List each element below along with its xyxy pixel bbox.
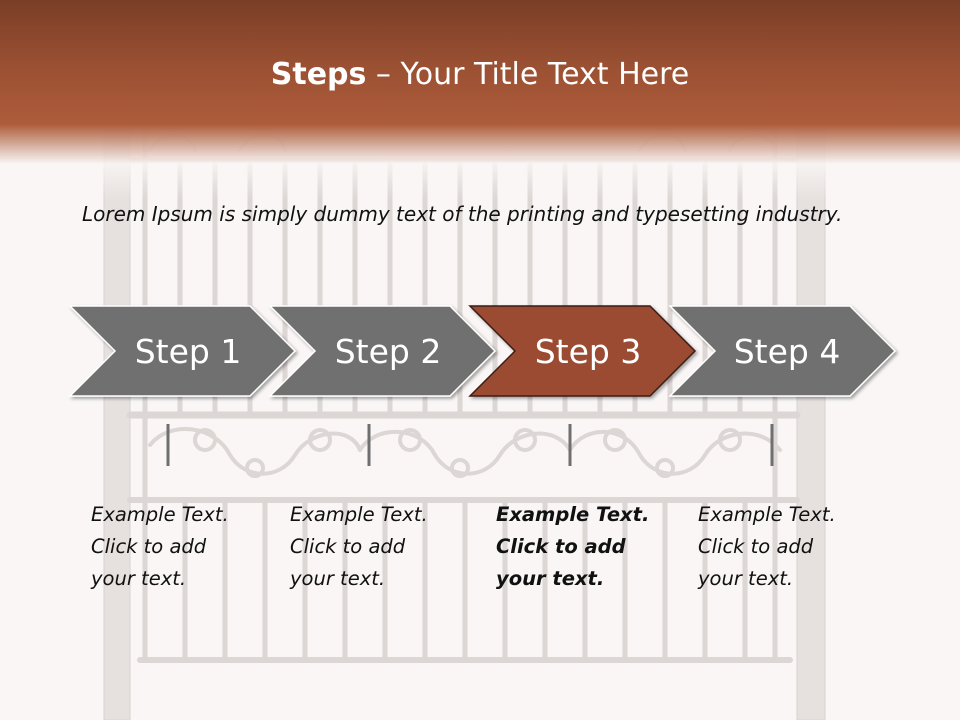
step-1-line-1: Example Text. xyxy=(91,503,229,526)
step-2-shape xyxy=(268,305,497,397)
step-1-line-3: your text. xyxy=(91,567,187,590)
step-1-line-2: Click to add xyxy=(91,535,207,558)
step-2-line-1: Example Text. xyxy=(290,503,428,526)
step-2-line-3: your text. xyxy=(290,567,386,590)
step-2-label: Step 2 xyxy=(335,332,442,371)
intro-text[interactable]: Lorem Ipsum is simply dummy text of the … xyxy=(82,202,843,226)
step-2-chevron[interactable]: Step 2 xyxy=(268,305,497,466)
step-4-line-1: Example Text. xyxy=(698,503,836,526)
step-4-line-2: Click to add xyxy=(698,535,814,558)
step-1-description[interactable]: Example Text. Click to add your text. xyxy=(91,499,266,595)
step-3-line-2: Click to add xyxy=(496,535,626,558)
step-3-description[interactable]: Example Text. Click to add your text. xyxy=(496,499,671,595)
step-4-description[interactable]: Example Text. Click to add your text. xyxy=(698,499,873,595)
step-4-label: Step 4 xyxy=(734,332,841,371)
step-3-chevron[interactable]: Step 3 xyxy=(468,305,697,466)
step-2-description[interactable]: Example Text. Click to add your text. xyxy=(290,499,465,595)
title-bar xyxy=(0,0,960,200)
step-3-line-1: Example Text. xyxy=(496,503,650,526)
step-4-line-3: your text. xyxy=(698,567,794,590)
step-4-shape xyxy=(668,305,897,397)
step-3-shape xyxy=(468,305,697,397)
title-rest: – Your Title Text Here xyxy=(366,57,690,92)
step-1-chevron[interactable]: Step 1 xyxy=(68,305,297,466)
step-2-line-2: Click to add xyxy=(290,535,406,558)
step-1-shape xyxy=(68,305,297,397)
step-1-label: Step 1 xyxy=(135,332,242,371)
title-bold: Steps xyxy=(270,57,367,92)
slide-title[interactable]: Steps – Your Title Text Here xyxy=(0,55,960,95)
step-4-chevron[interactable]: Step 4 xyxy=(668,305,897,466)
step-3-line-3: your text. xyxy=(496,567,605,590)
step-3-label: Step 3 xyxy=(535,332,642,371)
